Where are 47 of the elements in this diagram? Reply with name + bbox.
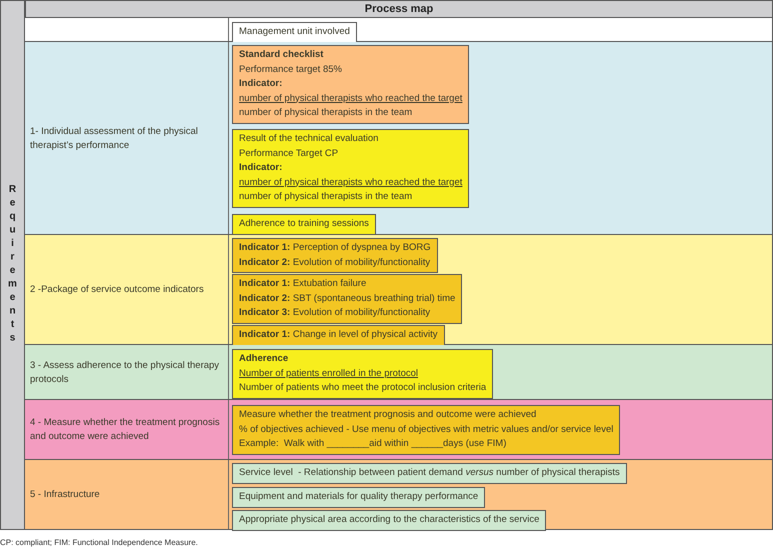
box-text: Example: Walk with ________aid within ______days (use FIM) [239,437,508,451]
row-label: 2 -Package of service outcome indicators [30,283,205,297]
row-label: 1- Individual assessment of the physical therapist’s performance [30,124,199,152]
box-text: Indicator 1: Perception of dyspnea by BORG [239,241,431,255]
box-heading: Indicator: [239,77,284,91]
box-text: Indicator 3: Evolution of mobility/functionality [239,306,432,320]
table-row [25,42,773,235]
box-heading: Adherence [239,352,290,366]
text-box: Service level - Relationship between patient demand versus number of physical therapists [232,463,627,484]
vertical-heading: Requirements [7,184,18,346]
box-text: Number of patients enrolled in the protocol [239,366,420,380]
text-box: Adherence to training sessions [232,214,376,234]
indicator-box [232,274,462,324]
table-row [25,345,773,400]
table-row [25,400,773,460]
box-text: Performance target 85% [239,62,343,76]
box-text: Indicator 2: SBT (spontaneous breathing trial) time [239,292,456,306]
indicator-box [232,129,470,208]
box-text: number of physical therapists who reached the target [239,176,462,190]
side-bar [0,0,25,530]
caption: CP: compliant; FIM: Functional Independence Measure. [0,538,198,547]
row-label: 5 - Infrastructure [30,488,101,502]
indicator-box [232,405,620,454]
table-row [25,235,773,345]
row-label: 4 - Measure whether the treatment prognosis and outcome were achieved [30,416,220,444]
text-box: Appropriate physical area according to the characteristics of the service [232,510,546,530]
text-box: Equipment and materials for quality therapy performance [232,487,486,508]
box-text: Measure whether the treatment prognosis and outcome were achieved [239,408,538,422]
table-row [25,460,773,530]
row-label: 3 - Assess adherence to the physical therapy protocols [30,358,220,386]
box-text: Indicator 2: Evolution of mobility/functionality [239,256,431,270]
box-text: number of physical therapists who reached the target [239,92,462,106]
text-box: Indicator 1: Change in level of physical activity [232,325,445,346]
box-text: number of physical therapists in the team [239,106,414,120]
indicator-box [232,45,470,124]
indicator-box [232,238,438,273]
box-text: % of objectives achieved - Use menu of objectives with metric values and/or service level [239,422,614,436]
box-text: Indicator 1: Extubation failure [239,277,368,291]
box-heading: Indicator: [239,161,284,175]
box-text: number of physical therapists in the team [239,190,414,204]
box-text: Result of the technical evaluation [239,132,380,146]
text-box: Management unit involved [232,22,357,42]
header-bar: Process map [25,0,773,18]
box-text: Performance Target CP [239,146,340,160]
box-heading: Standard checklist [239,48,324,62]
indicator-box [232,349,494,398]
box-text: Number of patients who meet the protocol inclusion criteria [239,381,486,395]
